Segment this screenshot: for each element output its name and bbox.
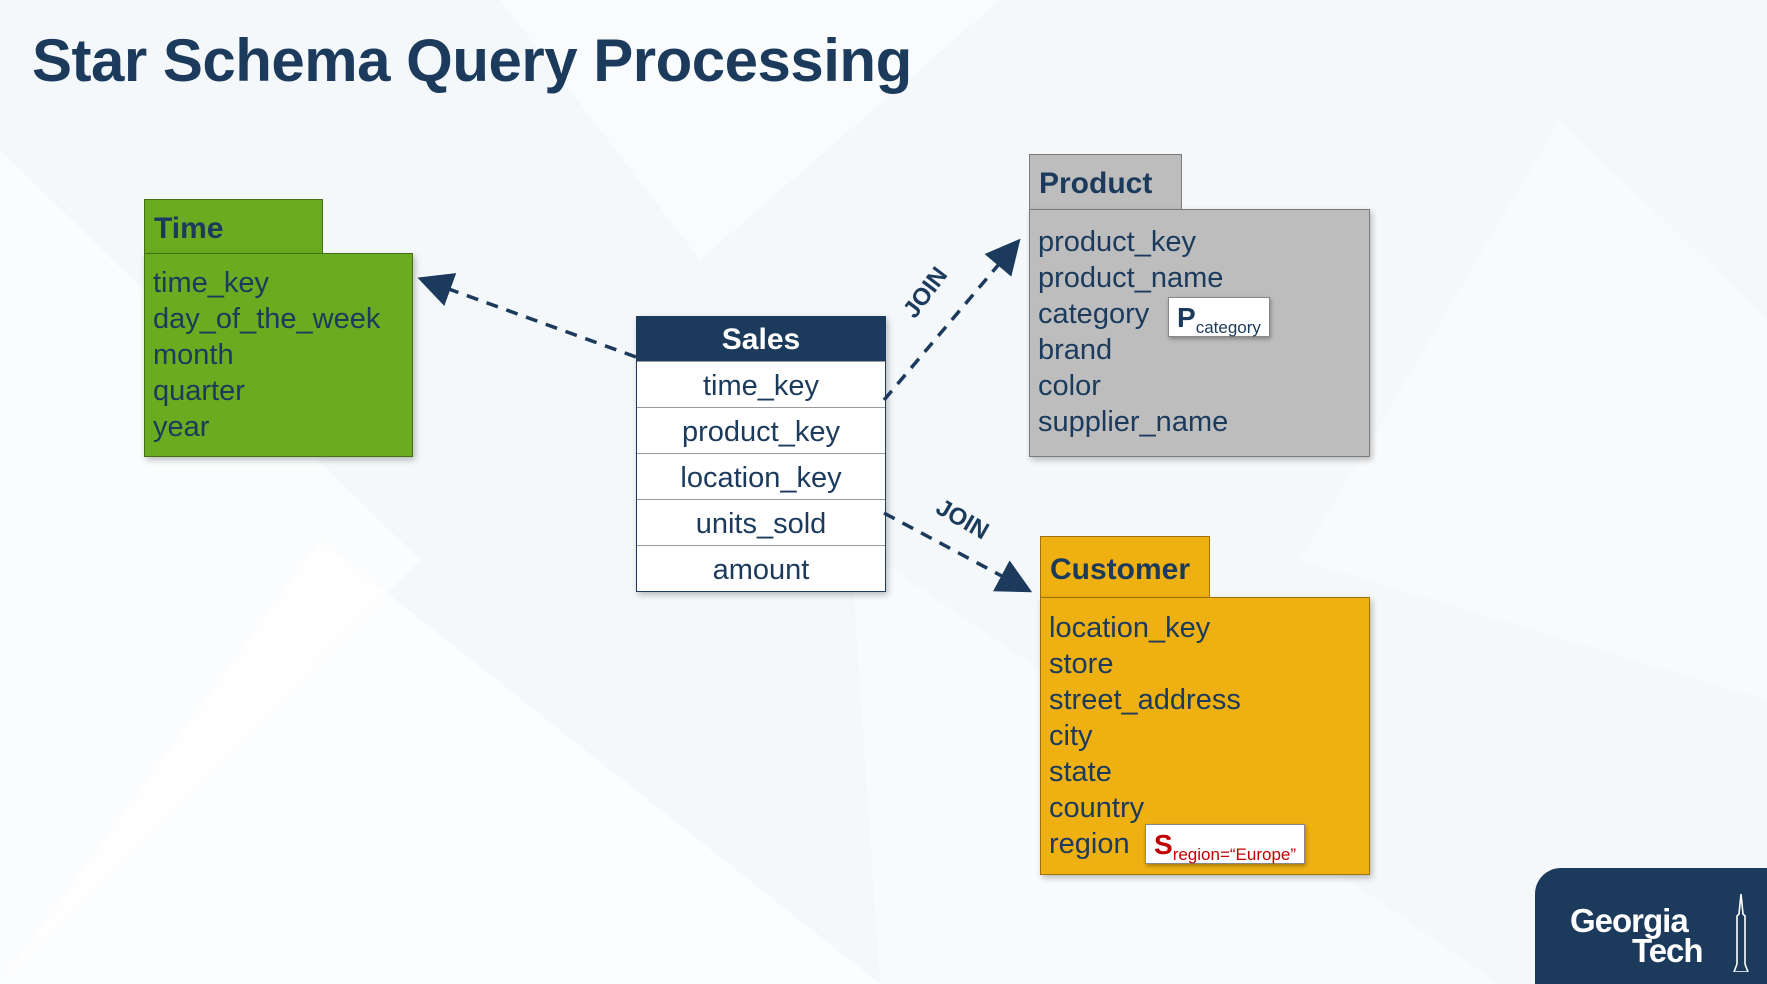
arrow-sales-to-product bbox=[882, 238, 1021, 402]
product-field: color bbox=[1038, 370, 1101, 402]
logo-line2: Tech bbox=[1632, 932, 1704, 969]
customer-table-name: Customer bbox=[1050, 553, 1191, 586]
sales-field: location_key bbox=[637, 453, 885, 499]
region-predicate: Sregion=“Europe” bbox=[1145, 824, 1306, 864]
product-table-header: Product bbox=[1029, 154, 1182, 209]
predicate-symbol: S bbox=[1154, 829, 1173, 860]
customer-table: location_key store street_address city s… bbox=[1040, 597, 1370, 875]
customer-field: country bbox=[1049, 792, 1145, 824]
time-field: day_of_the_week bbox=[153, 303, 381, 335]
category-predicate: Pcategory bbox=[1168, 297, 1270, 337]
time-field: year bbox=[153, 411, 210, 443]
product-table-name: Product bbox=[1039, 167, 1153, 200]
georgia-tech-logo: Georgia Tech bbox=[1535, 868, 1767, 984]
time-field: month bbox=[153, 339, 234, 371]
sales-field: product_key bbox=[637, 407, 885, 453]
product-field: product_key bbox=[1038, 226, 1196, 258]
customer-field: state bbox=[1049, 756, 1112, 788]
customer-table-header: Customer bbox=[1040, 536, 1210, 597]
sales-field: time_key bbox=[637, 361, 885, 407]
customer-field: store bbox=[1049, 648, 1114, 680]
customer-field: region bbox=[1049, 828, 1130, 860]
page-title: Star Schema Query Processing bbox=[32, 27, 912, 94]
logo-line1: Georgia bbox=[1570, 902, 1689, 939]
product-field: supplier_name bbox=[1038, 406, 1229, 438]
sales-table: Sales time_key product_key location_key … bbox=[636, 316, 886, 592]
predicate-symbol: P bbox=[1177, 302, 1196, 333]
arrow-sales-to-time bbox=[417, 273, 637, 359]
predicate-subscript: region=“Europe” bbox=[1172, 845, 1297, 864]
arrow-sales-to-customer bbox=[883, 511, 1033, 593]
product-table: product_key product_name category brand … bbox=[1029, 209, 1370, 457]
time-field: time_key bbox=[153, 267, 270, 299]
customer-field: city bbox=[1049, 720, 1093, 752]
product-field: product_name bbox=[1038, 262, 1224, 294]
time-table-header: Time bbox=[144, 199, 323, 253]
product-field: category bbox=[1038, 298, 1150, 330]
customer-field: location_key bbox=[1049, 612, 1211, 644]
time-table: time_key day_of_the_week month quarter y… bbox=[144, 253, 413, 457]
sales-field: units_sold bbox=[637, 499, 885, 545]
customer-field: street_address bbox=[1049, 684, 1241, 716]
sales-table-name: Sales bbox=[637, 317, 885, 361]
time-table-name: Time bbox=[154, 212, 224, 245]
product-field: brand bbox=[1038, 334, 1113, 366]
predicate-subscript: category bbox=[1195, 318, 1261, 337]
sales-field: amount bbox=[637, 545, 885, 591]
tower-icon bbox=[1733, 894, 1749, 972]
time-field: quarter bbox=[153, 375, 245, 407]
